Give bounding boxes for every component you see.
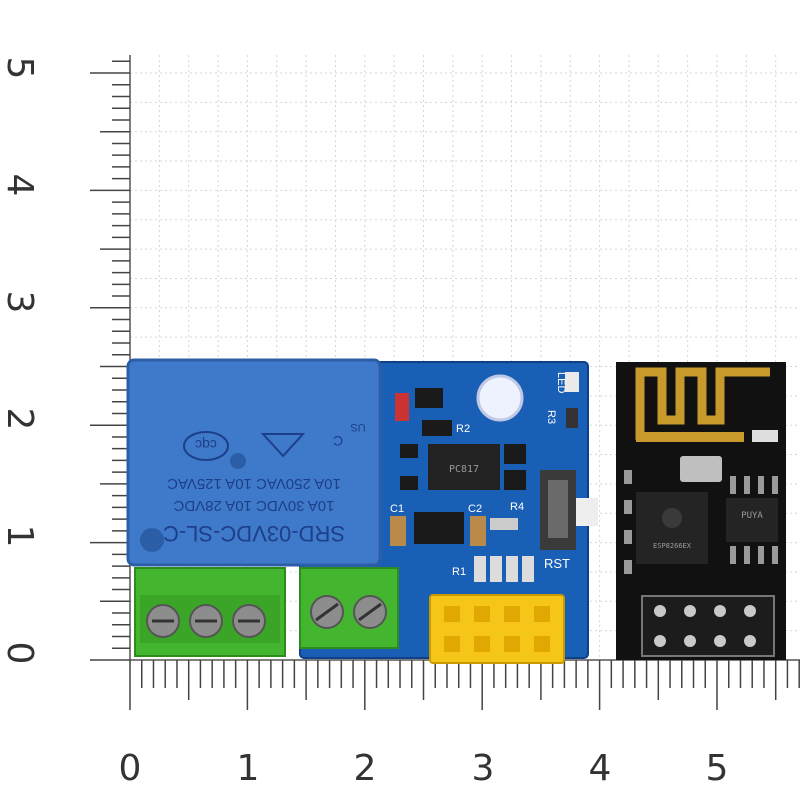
crystal [680,456,722,482]
esp01-module: ESP8266EX PUYA [616,362,786,660]
y-label-4: 4 [0,174,40,197]
esp-pin-header [641,595,775,657]
x-label-0: 0 [119,748,142,789]
flash-chip [726,498,778,542]
horizontal-ruler: 0 1 2 3 4 5 [119,659,800,789]
diode [395,393,409,421]
flash-text: PUYA [741,511,763,521]
chip-text: ESP8266EX [653,542,692,550]
y-label-0: 0 [0,642,40,665]
horizontal-ruler-labels: 0 1 2 3 4 5 [119,748,729,789]
transistor [415,388,443,408]
optocoupler-text: PC817 [449,464,479,475]
x-label-3: 3 [472,748,495,789]
led-label: LED [555,372,567,393]
x-label-2: 2 [354,748,377,789]
rst-label: RST [544,556,570,571]
vertical-ruler-labels: 5 4 3 2 1 0 [0,57,40,665]
vertical-ruler: 5 4 3 2 1 0 [0,55,131,665]
esp-header-socket [429,594,565,664]
y-label-2: 2 [0,408,40,431]
antenna [635,367,770,440]
x-label-1: 1 [237,748,260,789]
optocoupler [428,444,500,490]
capacitor [476,374,524,422]
regulator [414,512,464,544]
y-label-5: 5 [0,57,40,80]
led [565,372,579,392]
x-label-5: 5 [706,748,729,789]
capacitor-c1 [390,516,406,546]
relay-cert-us: US [350,421,365,433]
c2-label: C2 [468,503,482,515]
r1-label: R1 [452,566,466,578]
relay-model: SRD-03VDC-SL-C [163,521,345,546]
warning-triangle-icon [260,433,306,458]
r2-label: R2 [456,423,470,435]
relay-rating-dc: 10A 30VDC 10A 28VDC [173,497,334,514]
x-label-4: 4 [589,748,612,789]
relay-cert-cqc: cqc [195,437,217,453]
screw-terminal-2 [299,567,399,649]
relay-board: SRD-03VDC-SL-C 10A 30VDC 10A 28VDC 10A 2… [126,358,598,664]
screw-terminal-3 [134,567,286,657]
relay-rating-ac: 10A 250VAC 10A 125VAC [167,475,341,492]
background-grid [129,55,800,661]
r3-label: R3 [545,410,557,424]
y-label-1: 1 [0,525,40,548]
r4-label: R4 [510,501,524,513]
relay-cert-c: C [333,433,343,449]
relay: SRD-03VDC-SL-C 10A 30VDC 10A 28VDC 10A 2… [126,358,382,567]
c1-label: C1 [390,503,404,515]
y-label-3: 3 [0,291,40,314]
